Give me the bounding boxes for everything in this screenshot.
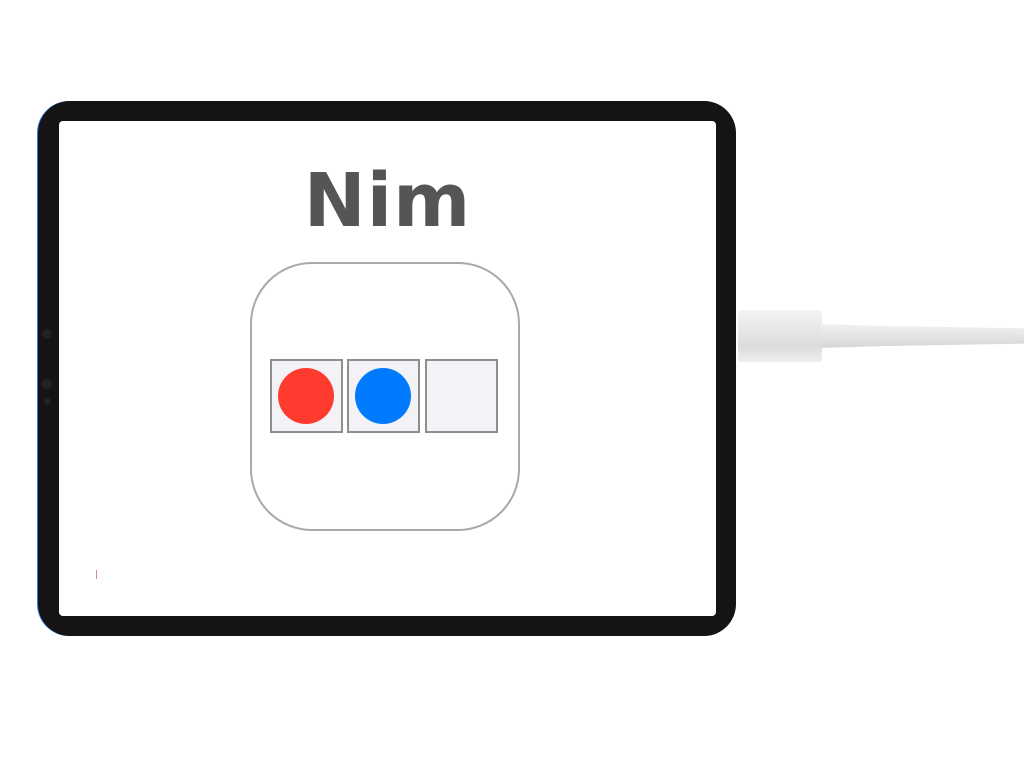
app-title: Nim	[303, 158, 472, 244]
usb-cable	[820, 324, 1024, 348]
sensor-icon	[44, 398, 51, 405]
board-cell[interactable]	[347, 359, 420, 433]
camera-icon	[42, 329, 52, 339]
sensor-icon	[42, 379, 52, 389]
red-piece[interactable]	[278, 368, 334, 424]
board-cell-empty[interactable]	[425, 359, 498, 433]
blue-piece[interactable]	[355, 368, 411, 424]
board-cell[interactable]	[270, 359, 343, 433]
cable-connector	[738, 310, 822, 362]
cursor-mark	[96, 570, 97, 579]
